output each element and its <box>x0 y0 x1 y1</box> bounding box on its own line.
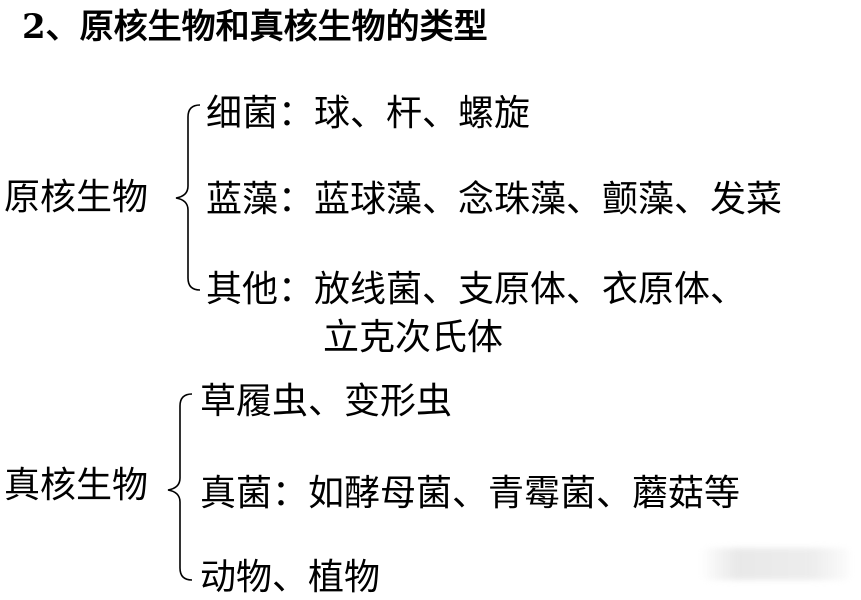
prokaryote-item-others-cont: 立克次氏体 <box>323 317 504 358</box>
prokaryote-item-bacteria: 细菌：球、杆、螺旋 <box>206 93 531 134</box>
watermark-blur <box>700 548 850 580</box>
eukaryote-item-animals-plants: 动物、植物 <box>200 557 381 598</box>
page-title: 2、原核生物和真核生物的类型 <box>22 7 488 47</box>
prokaryote-item-others: 其他：放线菌、支原体、衣原体、 <box>206 269 747 310</box>
eukaryote-item-protozoa: 草履虫、变形虫 <box>200 381 453 422</box>
eukaryote-label: 真核生物 <box>4 465 149 506</box>
eukaryote-item-fungi: 真菌：如酵母菌、青霉菌、蘑菇等 <box>200 473 741 514</box>
prokaryote-item-cyanobacteria: 蓝藻：蓝球藻、念珠藻、颤藻、发菜 <box>206 179 783 220</box>
prokaryote-label: 原核生物 <box>4 177 149 218</box>
